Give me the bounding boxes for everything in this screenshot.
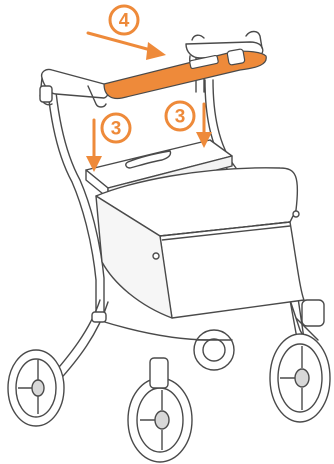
handle-pad <box>104 49 266 99</box>
step-4-callout: 4 <box>88 6 166 60</box>
wheels <box>8 334 330 462</box>
shopping-bag <box>96 168 304 318</box>
step-badge-3-left: 3 <box>111 119 122 140</box>
step-badge-4: 4 <box>119 11 130 32</box>
step-3-right-callout: 3 <box>166 102 212 148</box>
wheel-rear-left <box>128 358 192 462</box>
step-badge-3-right: 3 <box>175 107 186 128</box>
wheel-front-left <box>8 350 64 426</box>
wheel-front-right <box>270 334 330 422</box>
